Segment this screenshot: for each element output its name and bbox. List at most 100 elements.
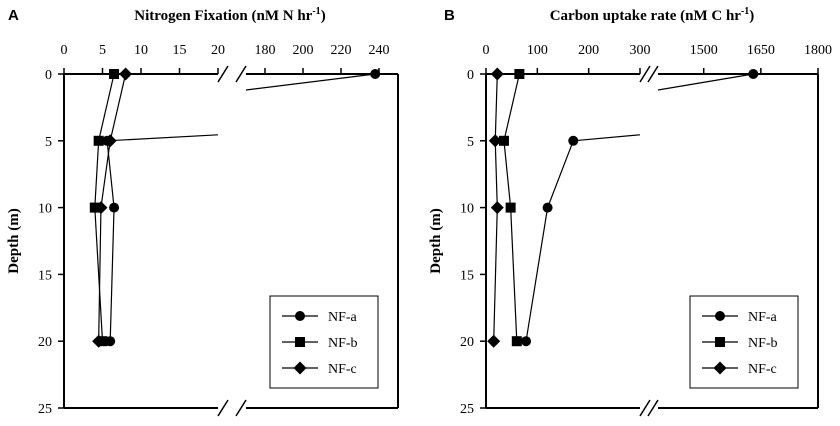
legend-marker xyxy=(715,311,725,321)
x-tick-label: 1650 xyxy=(747,43,775,58)
y-tick-label: 5 xyxy=(45,135,52,150)
series-line xyxy=(245,73,376,91)
x-tick-label: 300 xyxy=(630,43,651,58)
legend-marker xyxy=(713,361,727,375)
series-nf-c xyxy=(92,67,133,348)
data-point-nf-c xyxy=(490,201,504,215)
series-line xyxy=(510,207,518,342)
x-tick-label: 240 xyxy=(369,43,390,58)
legend-label: NF-a xyxy=(748,310,778,325)
y-tick-label: 0 xyxy=(45,68,52,83)
data-point-nf-b xyxy=(505,202,516,213)
data-point-nf-a xyxy=(521,336,532,347)
series-nf-a xyxy=(521,69,759,347)
x-tick-label: 1800 xyxy=(804,43,832,58)
x-tick-label: 15 xyxy=(173,43,187,58)
y-tick-label: 25 xyxy=(460,402,474,417)
series-line xyxy=(493,207,498,342)
series-nf-c xyxy=(487,67,504,348)
series-line xyxy=(94,140,100,208)
data-point-nf-c xyxy=(103,134,117,148)
legend-marker xyxy=(295,337,305,347)
data-point-nf-c xyxy=(488,134,502,148)
series-line xyxy=(503,73,520,141)
data-point-nf-b xyxy=(498,135,509,146)
legend: NF-aNF-bNF-c xyxy=(269,295,379,389)
data-point-nf-b xyxy=(93,135,104,146)
series-line xyxy=(494,140,498,208)
axis-break-mark xyxy=(235,65,247,83)
y-tick-label: 25 xyxy=(38,402,52,417)
y-tick-label: 10 xyxy=(38,202,52,217)
series-line xyxy=(494,73,498,141)
data-point-nf-c xyxy=(94,201,108,215)
axis-break-mark xyxy=(639,65,651,83)
legend-label: NF-a xyxy=(328,310,358,325)
x-tick-label: 1500 xyxy=(690,43,718,58)
series-line xyxy=(657,73,754,91)
legend-label: NF-c xyxy=(748,362,777,377)
x-tick-label: 200 xyxy=(293,43,314,58)
y-tick-label: 0 xyxy=(467,68,474,83)
y-tick-label: 10 xyxy=(460,202,474,217)
data-point-nf-c xyxy=(92,334,106,348)
legend-item-nf-a: NF-a xyxy=(702,310,778,325)
legend-label: NF-b xyxy=(328,336,358,351)
series-line xyxy=(547,140,574,208)
data-point-nf-c xyxy=(490,67,504,81)
data-point-nf-a xyxy=(542,202,553,213)
legend-item-nf-b: NF-b xyxy=(702,336,778,351)
data-point-nf-a xyxy=(748,69,759,79)
series-line xyxy=(98,207,102,342)
legend-marker xyxy=(295,311,305,321)
data-point-nf-b xyxy=(109,69,120,79)
x-tick-label: 220 xyxy=(331,43,352,58)
y-tick-label: 15 xyxy=(38,268,52,283)
data-point-nf-a xyxy=(568,135,579,146)
x-tick-label: 20 xyxy=(211,43,225,58)
legend-label: NF-c xyxy=(328,362,357,377)
series-nf-b xyxy=(498,69,525,347)
y-tick-label: 20 xyxy=(460,335,474,350)
series-line xyxy=(503,140,512,208)
x-tick-label: 100 xyxy=(527,43,548,58)
legend-marker xyxy=(293,361,307,375)
data-point-nf-c xyxy=(119,67,133,81)
legend: NF-aNF-bNF-c xyxy=(689,295,799,389)
series-line xyxy=(107,134,219,142)
axis-break-mark xyxy=(647,65,659,83)
series-line xyxy=(525,207,549,342)
legend-item-nf-c: NF-c xyxy=(282,361,357,377)
series-line xyxy=(109,207,115,342)
legend-marker xyxy=(715,337,725,347)
series-line xyxy=(109,73,127,141)
data-point-nf-b xyxy=(511,336,522,347)
axis-break-mark xyxy=(235,399,247,417)
x-tick-label: 180 xyxy=(255,43,276,58)
x-tick-label: 0 xyxy=(61,43,68,58)
panel-label: B xyxy=(444,7,455,24)
data-point-nf-b xyxy=(514,69,525,79)
legend-item-nf-c: NF-c xyxy=(702,361,777,377)
y-tick-label: 20 xyxy=(38,335,52,350)
data-point-nf-c xyxy=(487,334,501,348)
y-tick-label: 5 xyxy=(467,135,474,150)
data-point-nf-a xyxy=(370,69,381,79)
data-point-nf-a xyxy=(105,336,116,347)
chart-title: Carbon uptake rate (nM C hr-1) xyxy=(550,6,755,24)
legend-item-nf-a: NF-a xyxy=(282,310,358,325)
axis-break-mark xyxy=(217,399,229,417)
x-tick-label: 10 xyxy=(134,43,148,58)
x-tick-label: 5 xyxy=(99,43,106,58)
series-line xyxy=(94,207,104,342)
data-point-nf-a xyxy=(109,202,120,213)
axis-break-mark xyxy=(639,399,651,417)
series-line xyxy=(98,73,115,141)
legend-label: NF-b xyxy=(748,336,778,351)
series-line xyxy=(573,134,641,142)
x-tick-label: 0 xyxy=(483,43,490,58)
chart-title: Nitrogen Fixation (nM N hr-1) xyxy=(134,6,325,24)
legend-item-nf-b: NF-b xyxy=(282,336,358,351)
